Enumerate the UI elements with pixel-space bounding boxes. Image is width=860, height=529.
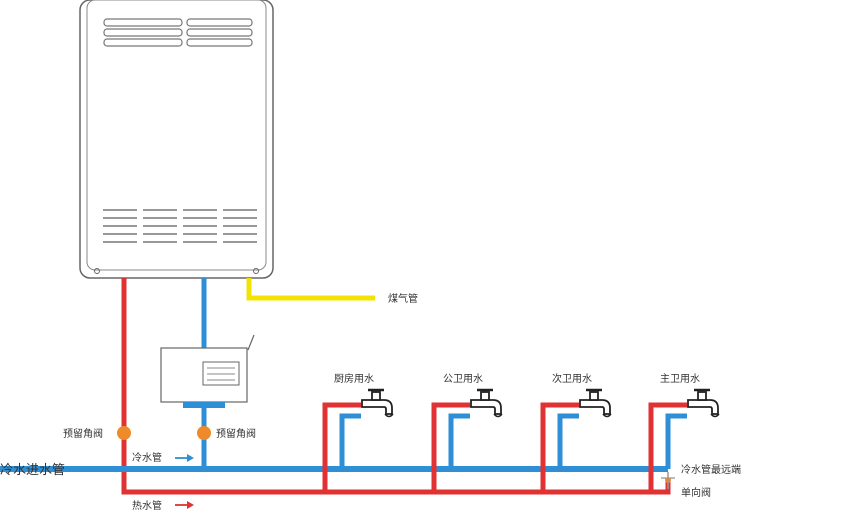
second-bath-hot-branch [540, 402, 579, 492]
faucet-icon [470, 388, 503, 418]
public-bath-hot-branch [431, 402, 470, 492]
gas-pipe-label: 煤气管 [388, 292, 418, 305]
flow-arrow-icon [175, 501, 194, 509]
angle-valve-icon [117, 426, 131, 440]
heater-top-vent [103, 18, 253, 47]
angle-valve-icon [197, 426, 211, 440]
master-bath-hot-branch [648, 402, 687, 492]
fixture-branches [322, 402, 687, 492]
kitchen-hot-branch [322, 402, 361, 492]
heater-bottom-vent [103, 209, 257, 243]
second-bath-cold-branch [557, 413, 579, 469]
kitchen-cold-branch [339, 413, 361, 469]
valve-left-label: 预留角阀 [63, 427, 103, 440]
cold-far-end-label: 冷水管最远端 [681, 463, 741, 476]
faucet-icon [687, 388, 720, 418]
master-bath-label: 主卫用水 [660, 373, 700, 385]
master-bath-cold-branch [665, 413, 687, 469]
faucet-icon [361, 388, 394, 418]
valve-right-label: 预留角阀 [216, 427, 256, 440]
cold-pipe-label: 冷水管 [132, 451, 162, 464]
public-bath-label: 公卫用水 [443, 373, 483, 385]
public-bath-cold-branch [448, 413, 470, 469]
check-valve-label: 单向阀 [681, 486, 711, 499]
gas-pipe [246, 278, 375, 301]
circulation-pump-controller [160, 334, 255, 408]
second-bath-label: 次卫用水 [552, 372, 592, 385]
cold-inlet-label: 冷水进水管 [0, 463, 65, 478]
heater-screw-left [94, 268, 100, 274]
water-heater [79, 0, 274, 279]
kitchen-label: 厨房用水 [334, 372, 374, 385]
heater-screw-right [253, 268, 259, 274]
hot-pipe-label: 热水管 [132, 499, 162, 512]
faucet-icon [579, 388, 612, 418]
flow-arrow-icon [175, 454, 194, 462]
check-valve [661, 472, 675, 489]
